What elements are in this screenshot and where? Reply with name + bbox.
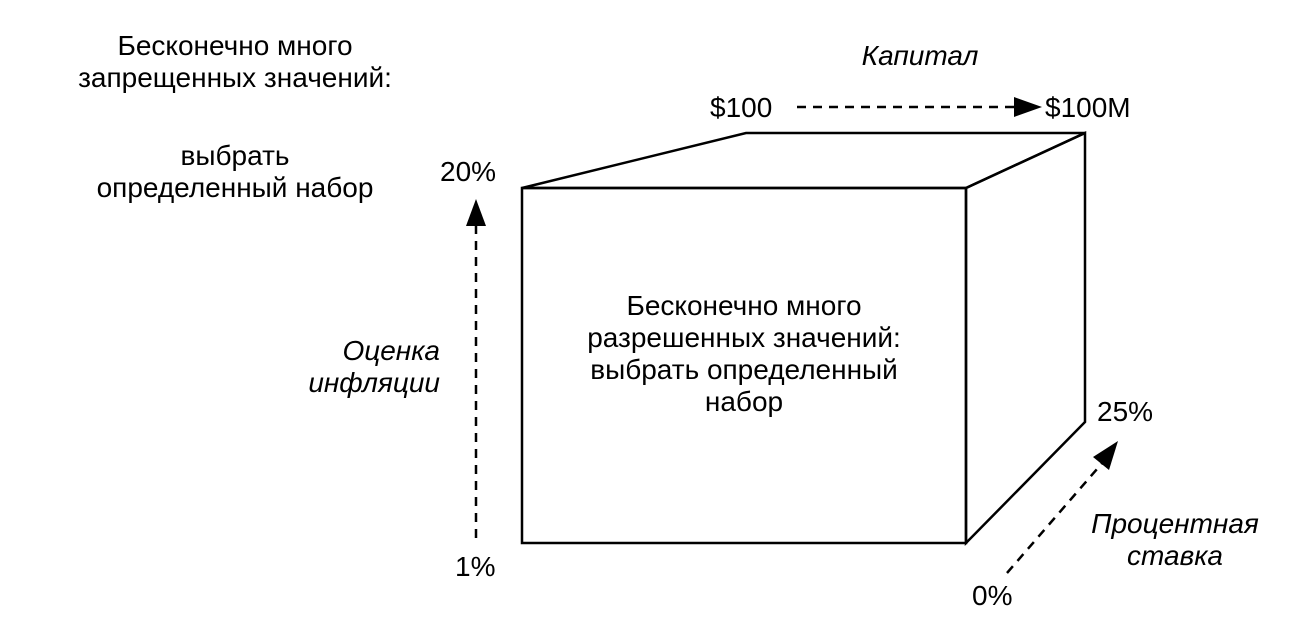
capital-min-label: $100 (710, 92, 773, 123)
capital-axis-title: Капитал (861, 40, 979, 71)
capital-arrowhead (1014, 97, 1042, 117)
forbidden-values-note: Бесконечно много запрещенных значений: (30, 30, 440, 94)
inflation-axis-title: Оценка инфляции (260, 335, 440, 399)
allowed-note-line-3: выбрать определенный (590, 354, 898, 385)
forbidden-values-instruction: выбрать определенный набор (30, 140, 440, 204)
interest-max-label: 25% (1097, 396, 1154, 427)
capital-max-label: $100M (1045, 92, 1131, 123)
allowed-values-note: Бесконечно много разрешенных значений: в… (522, 290, 966, 418)
interest-axis-title: Процентная ставка (1070, 508, 1280, 572)
forbidden-note-line-2: запрещенных значений: (78, 62, 392, 93)
allowed-note-line-2: разрешенных значений: (587, 322, 901, 353)
forbidden-note-line-3: выбрать (180, 140, 290, 171)
inflation-title-line-1: Оценка (342, 335, 440, 366)
cube-right-face (964, 131, 1087, 547)
interest-min-label: 0% (972, 580, 1013, 611)
inflation-min-label: 1% (455, 551, 496, 582)
inflation-arrowhead (466, 199, 486, 226)
interest-axis-arrow (1006, 460, 1105, 574)
interest-title-line-1: Процентная (1091, 508, 1259, 539)
forbidden-note-line-4: определенный набор (96, 172, 374, 203)
allowed-note-line-1: Бесконечно много (626, 290, 862, 321)
interest-title-line-2: ставка (1127, 540, 1223, 571)
cube-top-face (521, 131, 1086, 190)
inflation-max-label: 20% (440, 156, 497, 187)
inflation-title-line-2: инфляции (308, 367, 440, 398)
interest-arrowhead (1093, 441, 1118, 470)
forbidden-note-line-1: Бесконечно много (117, 30, 353, 61)
allowed-note-line-4: набор (704, 386, 784, 417)
